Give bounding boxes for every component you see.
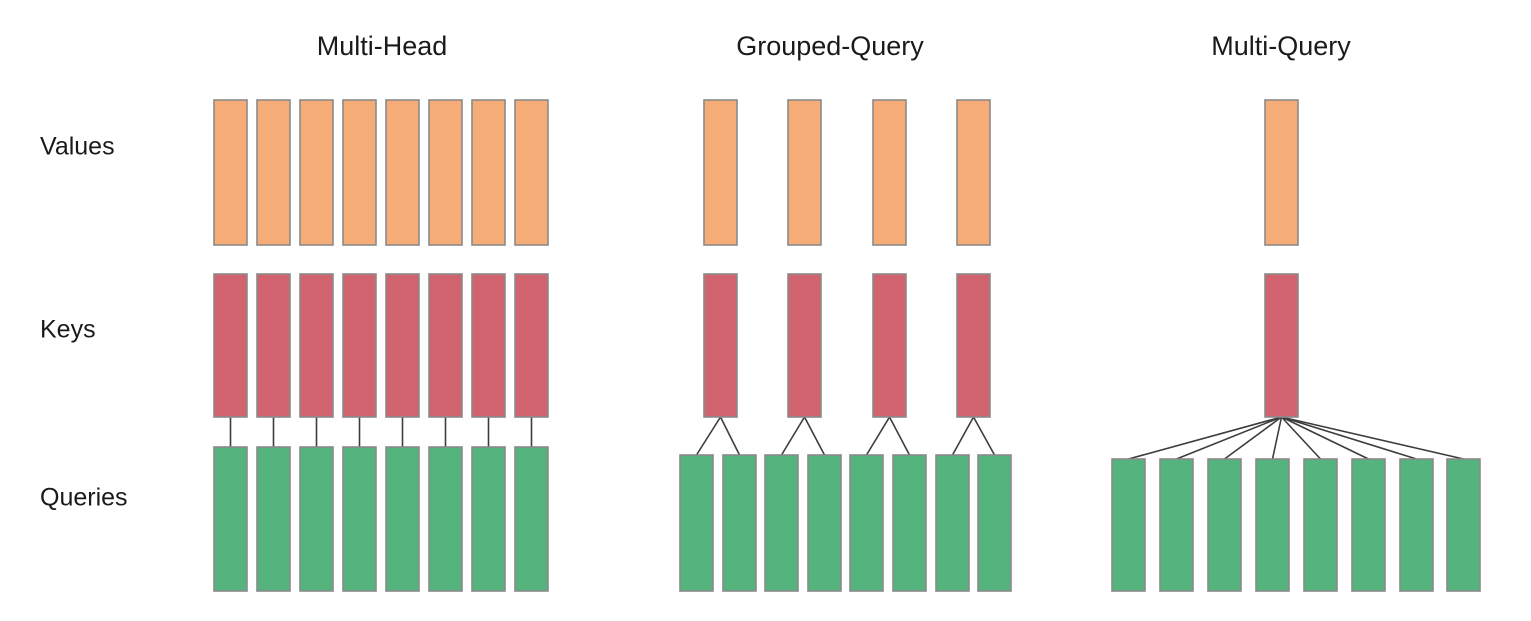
connector-multi-query-6 [1281,416,1417,460]
key-block-multi-head-4[interactable] [385,273,420,418]
key-block-multi-head-3[interactable] [342,273,377,418]
row-label-values: Values [40,133,115,161]
row-label-keys: Keys [40,316,96,344]
connector-multi-query-0 [1128,416,1282,460]
panel-titles-group: Multi-Head Grouped-Query Multi-Query [317,31,1352,61]
connector-grouped-query-1 [719,416,741,456]
query-block-grouped-query-3[interactable] [807,454,842,592]
connector-grouped-query-5 [888,416,911,456]
value-block-multi-head-0[interactable] [213,99,248,246]
query-block-multi-head-2[interactable] [299,446,334,592]
query-block-grouped-query-5[interactable] [892,454,927,592]
query-block-multi-head-6[interactable] [471,446,506,592]
key-block-multi-head-2[interactable] [299,273,334,418]
connector-grouped-query-7 [972,416,996,456]
value-block-grouped-query-1[interactable] [787,99,822,246]
key-block-grouped-query-1[interactable] [787,273,822,418]
row-label-queries: Queries [40,484,128,512]
query-block-grouped-query-1[interactable] [722,454,757,592]
query-block-multi-query-0[interactable] [1111,458,1146,592]
panel-title-grouped-query: Grouped-Query [736,31,924,61]
connector-multi-query-2 [1224,416,1282,460]
connector-multi-query-7 [1281,416,1464,460]
query-block-grouped-query-2[interactable] [764,454,799,592]
query-block-multi-head-1[interactable] [256,446,291,592]
query-block-grouped-query-7[interactable] [977,454,1012,592]
value-block-multi-head-2[interactable] [299,99,334,246]
connector-multi-query-3 [1271,416,1283,460]
query-block-multi-query-3[interactable] [1255,458,1290,592]
value-block-grouped-query-2[interactable] [872,99,907,246]
query-block-multi-head-3[interactable] [342,446,377,592]
value-block-multi-query-0[interactable] [1264,99,1299,246]
value-block-multi-head-3[interactable] [342,99,377,246]
query-block-multi-query-6[interactable] [1399,458,1434,592]
connector-grouped-query-3 [803,416,826,456]
value-block-multi-head-4[interactable] [385,99,420,246]
value-block-multi-head-7[interactable] [514,99,549,246]
connector-grouped-query-6 [951,416,975,456]
query-block-multi-query-4[interactable] [1303,458,1338,592]
connector-multi-query-4 [1280,416,1322,460]
connectors-group [229,416,1464,460]
value-block-grouped-query-3[interactable] [956,99,991,246]
key-block-multi-head-6[interactable] [471,273,506,418]
query-block-multi-head-5[interactable] [428,446,463,592]
key-block-multi-head-1[interactable] [256,273,291,418]
query-block-multi-head-7[interactable] [514,446,549,592]
connector-grouped-query-4 [865,416,891,456]
value-block-multi-head-6[interactable] [471,99,506,246]
query-block-multi-head-4[interactable] [385,446,420,592]
connector-grouped-query-0 [695,416,722,456]
query-block-multi-head-0[interactable] [213,446,248,592]
query-block-grouped-query-6[interactable] [935,454,970,592]
query-block-multi-query-1[interactable] [1159,458,1194,592]
value-block-multi-head-5[interactable] [428,99,463,246]
value-block-grouped-query-0[interactable] [703,99,738,246]
query-block-multi-query-7[interactable] [1446,458,1481,592]
connector-multi-query-5 [1281,416,1369,460]
query-block-grouped-query-4[interactable] [849,454,884,592]
query-block-grouped-query-0[interactable] [679,454,714,592]
query-block-multi-query-2[interactable] [1207,458,1242,592]
key-block-multi-head-7[interactable] [514,273,549,418]
key-block-grouped-query-2[interactable] [872,273,907,418]
connector-grouped-query-2 [780,416,806,456]
query-block-multi-query-5[interactable] [1351,458,1386,592]
value-block-multi-head-1[interactable] [256,99,291,246]
blocks-group [213,99,1481,592]
panel-title-multi-head: Multi-Head [317,31,448,61]
key-block-grouped-query-3[interactable] [956,273,991,418]
key-block-grouped-query-0[interactable] [703,273,738,418]
key-block-multi-query-0[interactable] [1264,273,1299,418]
key-block-multi-head-0[interactable] [213,273,248,418]
connector-multi-query-1 [1176,416,1282,460]
panel-title-multi-query: Multi-Query [1211,31,1351,61]
key-block-multi-head-5[interactable] [428,273,463,418]
